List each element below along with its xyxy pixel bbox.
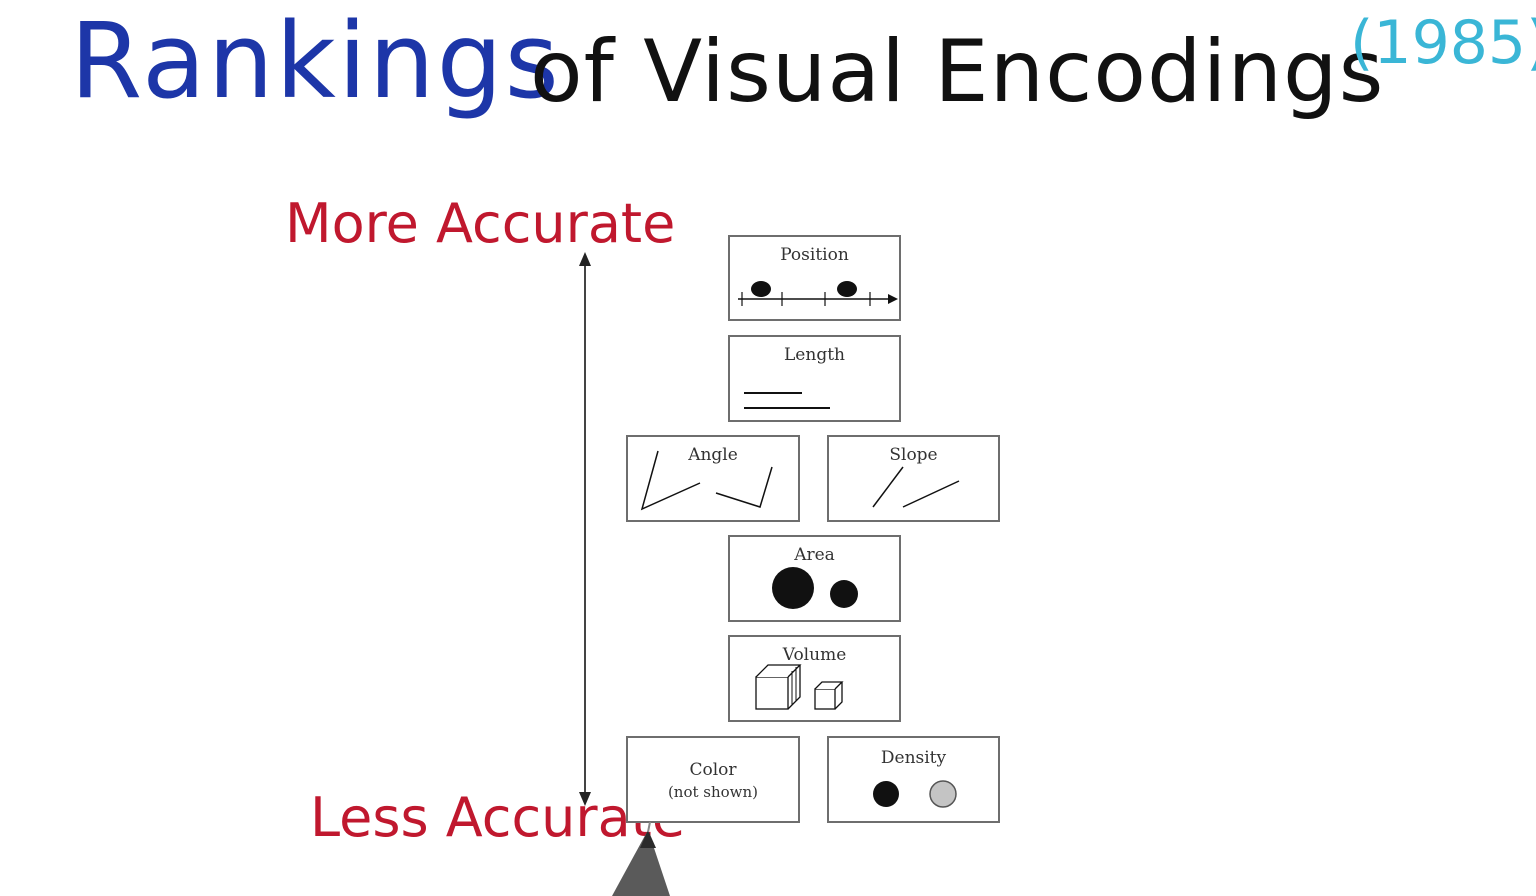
volume-label: Volume	[782, 645, 847, 665]
title-rankings: Rankings	[70, 0, 561, 122]
volume-card: Volume	[728, 635, 901, 722]
slope-card: Slope	[827, 435, 1000, 522]
less-accurate-label: Less Accurate	[310, 786, 686, 849]
title-of-visual-encodings: of Visual Encodings	[530, 22, 1385, 122]
volume-glyph	[755, 664, 844, 710]
stylus-pen-icon	[612, 821, 670, 896]
title-year: (1985)	[1350, 8, 1536, 78]
length-card: Length	[728, 335, 901, 422]
angle-label: Angle	[688, 445, 738, 465]
slope-label: Slope	[889, 445, 938, 465]
length-glyph	[744, 392, 830, 409]
color-label: Color	[689, 760, 737, 780]
accuracy-axis-arrow	[579, 252, 591, 806]
angle-card: Angle	[626, 435, 800, 522]
color-card: Color (not shown)	[626, 736, 800, 823]
area-card: Area	[728, 535, 901, 622]
position-label: Position	[780, 245, 849, 265]
length-label: Length	[784, 345, 845, 365]
position-card: Position	[728, 235, 901, 321]
color-note: (not shown)	[667, 783, 759, 801]
area-label: Area	[794, 545, 835, 565]
density-glyph	[873, 780, 957, 808]
slope-glyph	[872, 466, 960, 508]
density-label: Density	[880, 748, 947, 768]
more-accurate-label: More Accurate	[285, 192, 676, 255]
position-glyph	[738, 281, 898, 306]
area-glyph	[772, 567, 858, 609]
angle-glyph	[640, 450, 773, 511]
density-card: Density	[827, 736, 1000, 823]
